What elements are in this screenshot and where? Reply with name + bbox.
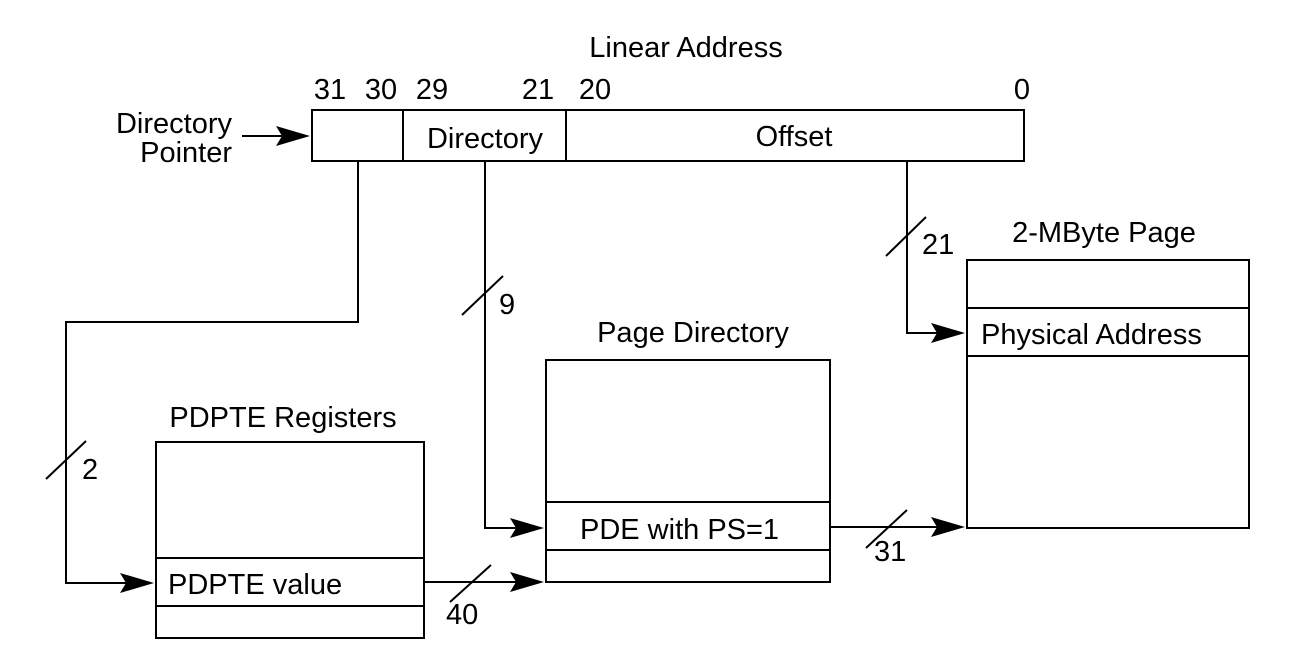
page-box	[966, 259, 1250, 529]
page-directory-box	[545, 359, 831, 583]
offset-bit-width: 21	[922, 229, 954, 261]
directory-pointer-label-line1: Directory	[116, 108, 233, 140]
directory-field-label: Directory	[427, 123, 544, 155]
bit-label-21: 21	[522, 74, 554, 106]
offset-path	[885, 161, 965, 343]
page-title: 2-MByte Page	[1012, 217, 1196, 249]
pdpte-to-directory-arrow	[424, 564, 544, 603]
bit-label-31: 31	[314, 74, 346, 106]
directory-path	[461, 161, 544, 538]
pde-entry: PDE with PS=1	[580, 514, 779, 546]
pointer-path	[45, 161, 359, 593]
bit-label-29: 29	[416, 74, 448, 106]
pointer-bit-width: 2	[82, 454, 98, 486]
directory-pointer-arrow	[242, 126, 310, 146]
bit-label-30: 30	[365, 74, 397, 106]
pdpte-bit-width: 40	[446, 599, 478, 631]
linear-address-box	[311, 109, 1025, 162]
bit-label-20: 20	[579, 74, 611, 106]
physical-address-entry: Physical Address	[981, 319, 1202, 351]
directory-bit-width: 9	[499, 289, 515, 321]
directory-pointer-label-line2: Pointer	[140, 137, 232, 169]
pde-bit-width: 31	[874, 536, 906, 568]
linear-address-title: Linear Address	[589, 32, 782, 64]
offset-field-label: Offset	[756, 121, 833, 153]
pdpte-registers-box	[155, 441, 425, 639]
pde-to-page-arrow	[830, 509, 965, 549]
page-directory-title: Page Directory	[597, 317, 789, 349]
pdpte-value-entry: PDPTE value	[168, 569, 342, 601]
bit-label-0: 0	[1014, 74, 1030, 106]
pdpte-registers-title: PDPTE Registers	[169, 402, 396, 434]
